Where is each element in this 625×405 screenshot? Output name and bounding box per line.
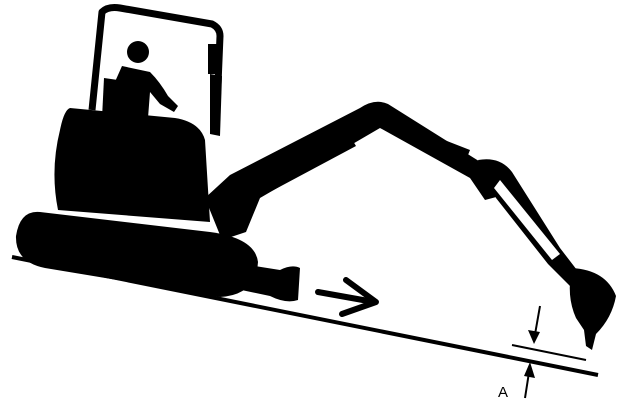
bucket	[570, 268, 616, 350]
dimension-reference-line	[512, 345, 586, 360]
direction-arrow-icon	[318, 280, 376, 314]
boom	[205, 102, 500, 240]
bucket-cylinder	[494, 180, 560, 260]
dimension-arrow-down-icon	[528, 306, 540, 344]
dimension-arrow-up-icon	[524, 362, 535, 398]
cab-pillar	[208, 44, 218, 74]
operator-body	[112, 66, 178, 118]
dozer-blade	[230, 262, 300, 301]
cab-handrail	[210, 74, 222, 136]
dimension-label: A	[498, 384, 508, 401]
upper-body	[54, 108, 210, 222]
operator-head	[127, 41, 149, 63]
operator-seat	[102, 78, 118, 120]
